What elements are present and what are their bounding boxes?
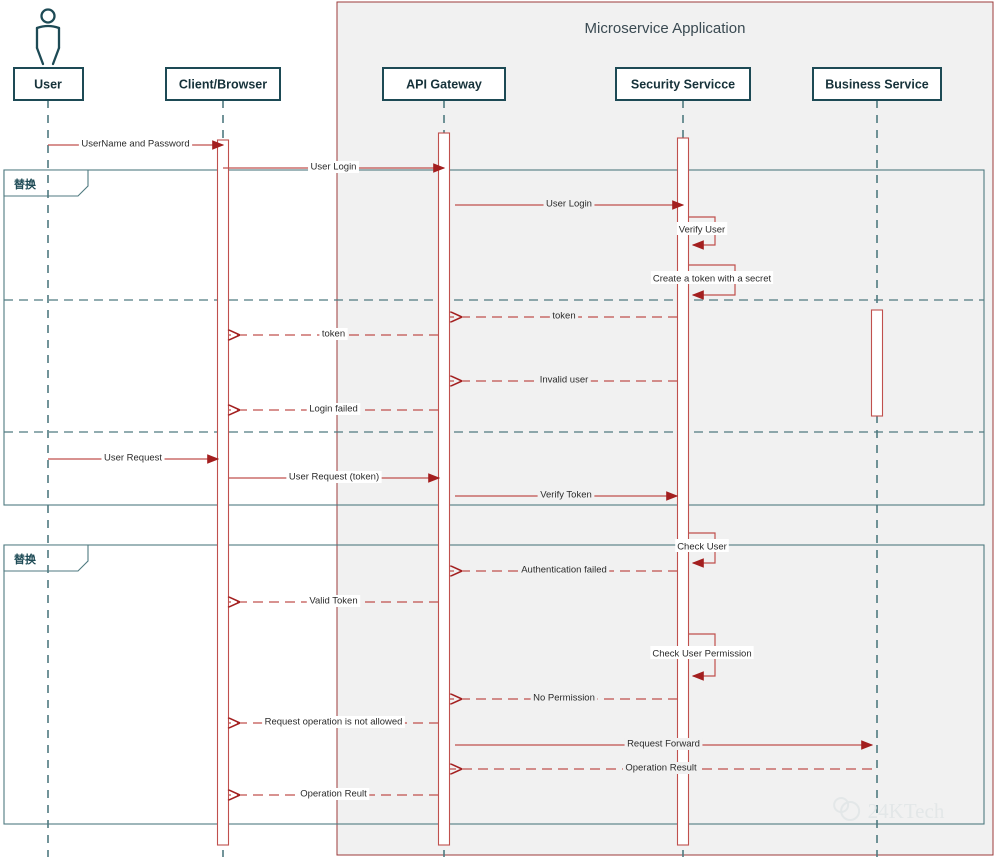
- group-title: Microservice Application: [585, 20, 746, 37]
- message-label: Login failed: [309, 404, 358, 415]
- label-bg: [308, 161, 359, 173]
- participant-label-security: Security Servicce: [631, 78, 735, 92]
- message-label: token: [552, 311, 575, 322]
- message-m11: User Request (token): [229, 471, 441, 483]
- message-label: Verify Token: [540, 490, 592, 501]
- message-m17: No Permission: [450, 692, 678, 704]
- message-m12: Verify Token: [455, 489, 679, 501]
- participant-box-user: [13, 67, 84, 101]
- message-m13: Check User: [675, 532, 729, 568]
- message-m6: token: [450, 310, 678, 322]
- participant-box-security: [615, 67, 751, 101]
- label-bg: [537, 374, 591, 386]
- message-m8: Invalid user: [450, 374, 678, 386]
- self-message-label: Check User: [677, 542, 727, 553]
- label-bg: [286, 471, 382, 483]
- gateway-activation: [437, 132, 451, 846]
- label-bg: [306, 403, 361, 415]
- label-bg: [650, 271, 774, 284]
- label-bg: [306, 595, 361, 607]
- microservice-group-box: Microservice Application: [336, 1, 994, 856]
- message-m14: Authentication failed: [450, 564, 678, 576]
- label-bg: [262, 716, 405, 728]
- label-bg: [543, 198, 595, 210]
- alt-fragment-login-label: 替换: [14, 177, 37, 191]
- message-label: Request operation is not allowed: [265, 717, 403, 728]
- message-m18: Request operation is not allowed: [228, 716, 439, 728]
- message-m2: User Login: [223, 161, 446, 173]
- participant-label-user: User: [34, 78, 62, 92]
- participant-label-business: Business Service: [825, 78, 929, 92]
- participant-box-gateway: [382, 67, 506, 101]
- alt-fragment-request-header-tab: [3, 544, 89, 572]
- label-bg: [549, 310, 579, 322]
- message-m21: Operation Reult: [228, 788, 439, 800]
- message-m15: Valid Token: [228, 595, 439, 607]
- message-m9: Login failed: [228, 403, 439, 415]
- label-bg: [624, 738, 703, 750]
- self-message-label: Verify User: [679, 225, 725, 236]
- message-label: No Permission: [533, 693, 595, 704]
- message-label: User Login: [311, 162, 357, 173]
- alt-fragment-login: [3, 169, 985, 506]
- participant-label-client: Client/Browser: [179, 78, 267, 92]
- label-bg: [676, 222, 728, 235]
- watermark-text: 24KTech: [868, 799, 945, 823]
- participant-label-gateway: API Gateway: [406, 78, 482, 92]
- participant-box-business: [812, 67, 942, 101]
- message-label: Authentication failed: [521, 565, 607, 576]
- label-bg: [319, 328, 348, 340]
- label-bg: [78, 138, 193, 150]
- message-label: Request Forward: [627, 739, 700, 750]
- business-activation: [870, 309, 884, 417]
- message-m7: token: [228, 328, 439, 340]
- message-label: Operation Reult: [300, 789, 367, 800]
- actor-stick-figure: [35, 8, 61, 66]
- microservice-boundary: [336, 1, 994, 856]
- client-activation: [216, 139, 230, 846]
- label-bg: [675, 539, 729, 552]
- self-message-label: Create a token with a secret: [653, 274, 772, 285]
- participant-heads: User Client/Browser API Gateway Security Se…: [13, 8, 942, 101]
- participant-box-client: [165, 67, 281, 101]
- label-bg: [650, 646, 754, 659]
- message-m20: Operation Result: [450, 762, 872, 774]
- message-label: User Request: [104, 453, 162, 464]
- label-bg: [537, 489, 595, 501]
- alt-fragment-request: [3, 544, 985, 825]
- label-bg: [622, 762, 700, 774]
- message-m4: Verify User: [676, 216, 728, 250]
- message-label: User Login: [546, 199, 592, 210]
- activation-bars: [216, 132, 884, 846]
- label-bg: [297, 788, 370, 800]
- message-m3: User Login: [455, 198, 685, 210]
- label-bg: [101, 452, 165, 464]
- self-message-label: Check User Permission: [652, 649, 751, 660]
- watermark-group: 24KTech: [833, 797, 945, 823]
- message-label: Operation Result: [625, 763, 697, 774]
- message-label: Invalid user: [540, 375, 589, 386]
- message-label: UserName and Password: [81, 139, 189, 150]
- message-m16: Check User Permission: [650, 633, 754, 681]
- wechat-icon-2: [833, 797, 850, 813]
- watermark: 24KTech: [833, 797, 945, 823]
- alt-fragment-request-label: 替换: [14, 552, 37, 566]
- message-label: Valid Token: [309, 596, 357, 607]
- message-m19: Request Forward: [455, 738, 874, 750]
- alt-fragment-login-header-tab: [3, 169, 89, 197]
- message-m10: User Request: [48, 452, 220, 464]
- message-m1: UserName and Password: [48, 138, 225, 150]
- message-m5: Create a token with a secret: [650, 264, 774, 300]
- message-label: User Request (token): [289, 472, 379, 483]
- message-label: token: [322, 329, 345, 340]
- label-bg: [530, 692, 598, 704]
- label-bg: [518, 564, 610, 576]
